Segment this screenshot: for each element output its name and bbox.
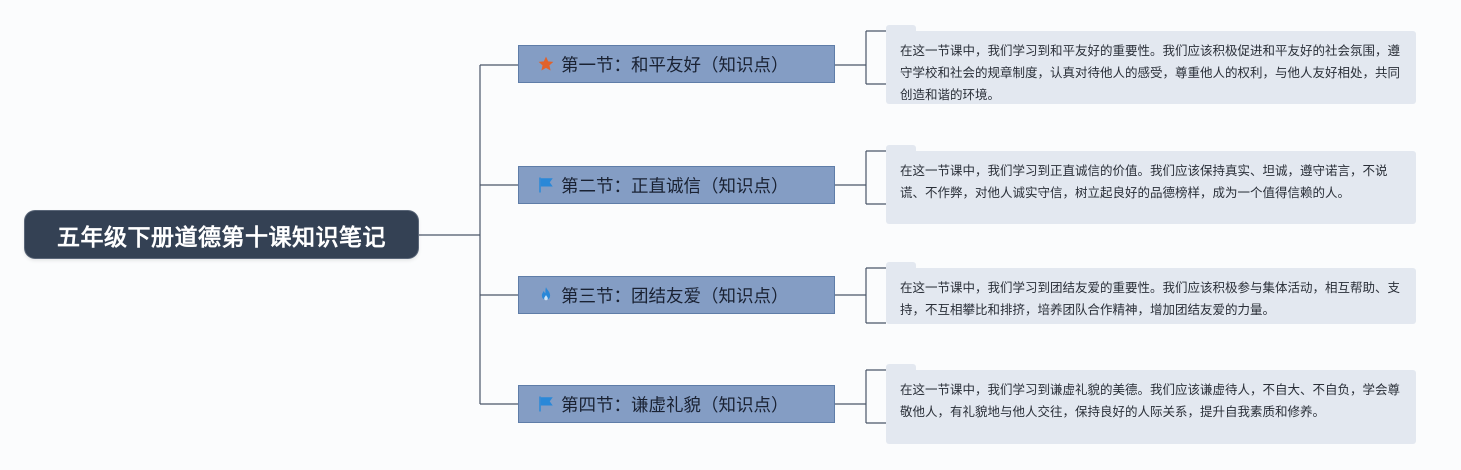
flag-icon (536, 175, 556, 195)
note-1-text: 在这一节课中，我们学习到和平友好的重要性。我们应该积极促进和平友好的社会氛围，遵… (900, 43, 1401, 102)
fire-icon (536, 285, 556, 305)
note-4[interactable]: 在这一节课中，我们学习到谦虚礼貌的美德。我们应该谦虚待人，不自大、不自负，学会尊… (886, 370, 1416, 444)
note-2[interactable]: 在这一节课中，我们学习到正直诚信的价值。我们应该保持真实、坦诚，遵守诺言，不说谎… (886, 151, 1416, 224)
section-3-topic[interactable]: 第三节：团结友爱（知识点） (518, 276, 835, 314)
section-2-label: 第二节：正直诚信（知识点） (561, 176, 789, 197)
note-connector-4 (835, 369, 886, 424)
note-connector-1 (835, 30, 886, 85)
section-1-label: 第一节：和平友好（知识点） (561, 55, 789, 76)
section-4-label: 第四节：谦虚礼貌（知识点） (561, 395, 789, 416)
root-topic[interactable]: 五年级下册道德第十课知识笔记 (25, 211, 418, 258)
note-2-text: 在这一节课中，我们学习到正直诚信的价值。我们应该保持真实、坦诚，遵守诺言，不说谎… (900, 163, 1388, 200)
section-4-topic[interactable]: 第四节：谦虚礼貌（知识点） (518, 385, 835, 423)
note-connector-3 (835, 267, 886, 324)
note-1-tab (886, 25, 916, 35)
note-3-text: 在这一节课中，我们学习到团结友爱的重要性。我们应该积极参与集体活动，相互帮助、支… (900, 280, 1401, 317)
note-3-tab (886, 262, 916, 272)
note-4-text: 在这一节课中，我们学习到谦虚礼貌的美德。我们应该谦虚待人，不自大、不自负，学会尊… (900, 382, 1401, 419)
section-2-topic[interactable]: 第二节：正直诚信（知识点） (518, 166, 835, 204)
note-4-tab (886, 364, 916, 374)
note-3[interactable]: 在这一节课中，我们学习到团结友爱的重要性。我们应该积极参与集体活动，相互帮助、支… (886, 268, 1416, 324)
star-icon (536, 54, 556, 74)
note-connector-2 (835, 150, 886, 205)
note-2-tab (886, 145, 916, 155)
note-1[interactable]: 在这一节课中，我们学习到和平友好的重要性。我们应该积极促进和平友好的社会氛围，遵… (886, 31, 1416, 104)
flag-icon (536, 394, 556, 414)
section-1-topic[interactable]: 第一节：和平友好（知识点） (518, 45, 835, 83)
section-3-label: 第三节：团结友爱（知识点） (561, 286, 789, 307)
root-title: 五年级下册道德第十课知识笔记 (57, 224, 386, 251)
